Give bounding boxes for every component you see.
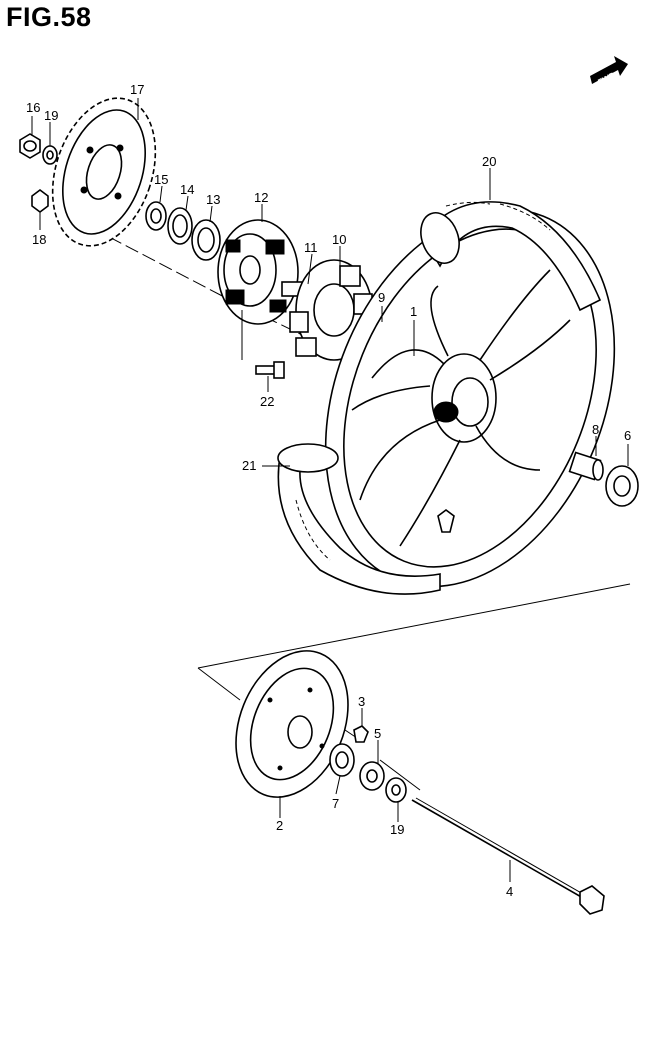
tire-20 bbox=[420, 201, 602, 312]
callout-labels: 16 19 17 18 15 14 13 12 11 10 9 1 20 22 … bbox=[26, 82, 631, 899]
callout-19-top: 19 bbox=[44, 108, 58, 123]
spacer-8 bbox=[568, 451, 604, 481]
callout-9: 9 bbox=[378, 290, 385, 305]
callout-2: 2 bbox=[276, 818, 283, 833]
leader-lines bbox=[31, 98, 629, 882]
callout-14: 14 bbox=[180, 182, 194, 197]
collar-5 bbox=[359, 761, 385, 791]
fwd-arrow-icon: FWD bbox=[590, 56, 628, 87]
callout-1: 1 bbox=[410, 304, 417, 319]
tire-21 bbox=[277, 443, 441, 595]
nut-16 bbox=[19, 133, 41, 159]
callout-5: 5 bbox=[374, 726, 381, 741]
bearing-7 bbox=[329, 743, 355, 777]
bolt-22 bbox=[255, 361, 285, 379]
axle-4 bbox=[411, 797, 605, 915]
callout-15: 15 bbox=[154, 172, 168, 187]
callout-7: 7 bbox=[332, 796, 339, 811]
callout-20: 20 bbox=[482, 154, 496, 169]
callout-10: 10 bbox=[332, 232, 346, 247]
sprocket-mounting-drum-12 bbox=[217, 219, 299, 325]
figure-title: FIG.58 bbox=[6, 2, 92, 32]
callout-11: 11 bbox=[304, 240, 318, 255]
sprocket bbox=[51, 97, 157, 247]
bearing-13 bbox=[191, 219, 221, 261]
nut-18 bbox=[31, 189, 49, 213]
callout-18: 18 bbox=[32, 232, 46, 247]
bearing-6 bbox=[605, 465, 639, 507]
washer-19-bottom bbox=[385, 777, 407, 803]
washer-19-top bbox=[42, 145, 58, 165]
bolt-3 bbox=[353, 725, 369, 743]
callout-3: 3 bbox=[358, 694, 365, 709]
wheel-1 bbox=[324, 208, 616, 588]
callout-6: 6 bbox=[624, 428, 631, 443]
brake-disc-2 bbox=[235, 650, 349, 798]
bearing-14 bbox=[167, 207, 193, 245]
callout-4: 4 bbox=[506, 884, 513, 899]
callout-22: 22 bbox=[260, 394, 274, 409]
callout-13: 13 bbox=[206, 192, 220, 207]
callout-8: 8 bbox=[592, 422, 599, 437]
spacer-15 bbox=[145, 201, 167, 231]
callout-17: 17 bbox=[130, 82, 144, 97]
callout-19-bottom: 19 bbox=[390, 822, 404, 837]
callout-21: 21 bbox=[242, 458, 256, 473]
callout-12: 12 bbox=[254, 190, 268, 205]
callout-16: 16 bbox=[26, 100, 40, 115]
